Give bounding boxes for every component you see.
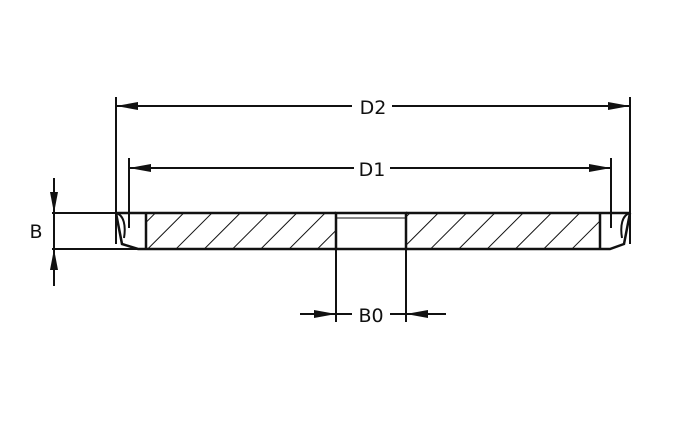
b0-arrow-right-icon bbox=[406, 310, 428, 318]
d1-arrow-left-icon bbox=[129, 164, 151, 172]
d1-label: D1 bbox=[359, 159, 386, 181]
d2-label: D2 bbox=[360, 97, 387, 119]
b-dimension: B bbox=[29, 178, 146, 286]
wheel-bore bbox=[334, 211, 408, 251]
b-arrow-top-icon bbox=[50, 192, 58, 213]
d2-arrow-left-icon bbox=[116, 102, 138, 110]
d1-dimension: D1 bbox=[128, 158, 612, 228]
wheel-outline bbox=[114, 211, 632, 251]
d2-arrow-right-icon bbox=[608, 102, 630, 110]
b0-label: B0 bbox=[358, 305, 383, 327]
b-arrow-bottom-icon bbox=[50, 249, 58, 270]
wheel-cross-section bbox=[114, 211, 632, 251]
b0-arrow-left-icon bbox=[314, 310, 336, 318]
d1-arrow-right-icon bbox=[589, 164, 611, 172]
d2-dimension: D2 bbox=[115, 97, 631, 244]
wheel-right-hatch bbox=[406, 213, 600, 249]
b-label: B bbox=[29, 221, 42, 243]
wheel-rim-detail bbox=[115, 212, 631, 239]
b0-dimension: B0 bbox=[300, 249, 446, 327]
wheel-left-hatch bbox=[146, 213, 336, 249]
